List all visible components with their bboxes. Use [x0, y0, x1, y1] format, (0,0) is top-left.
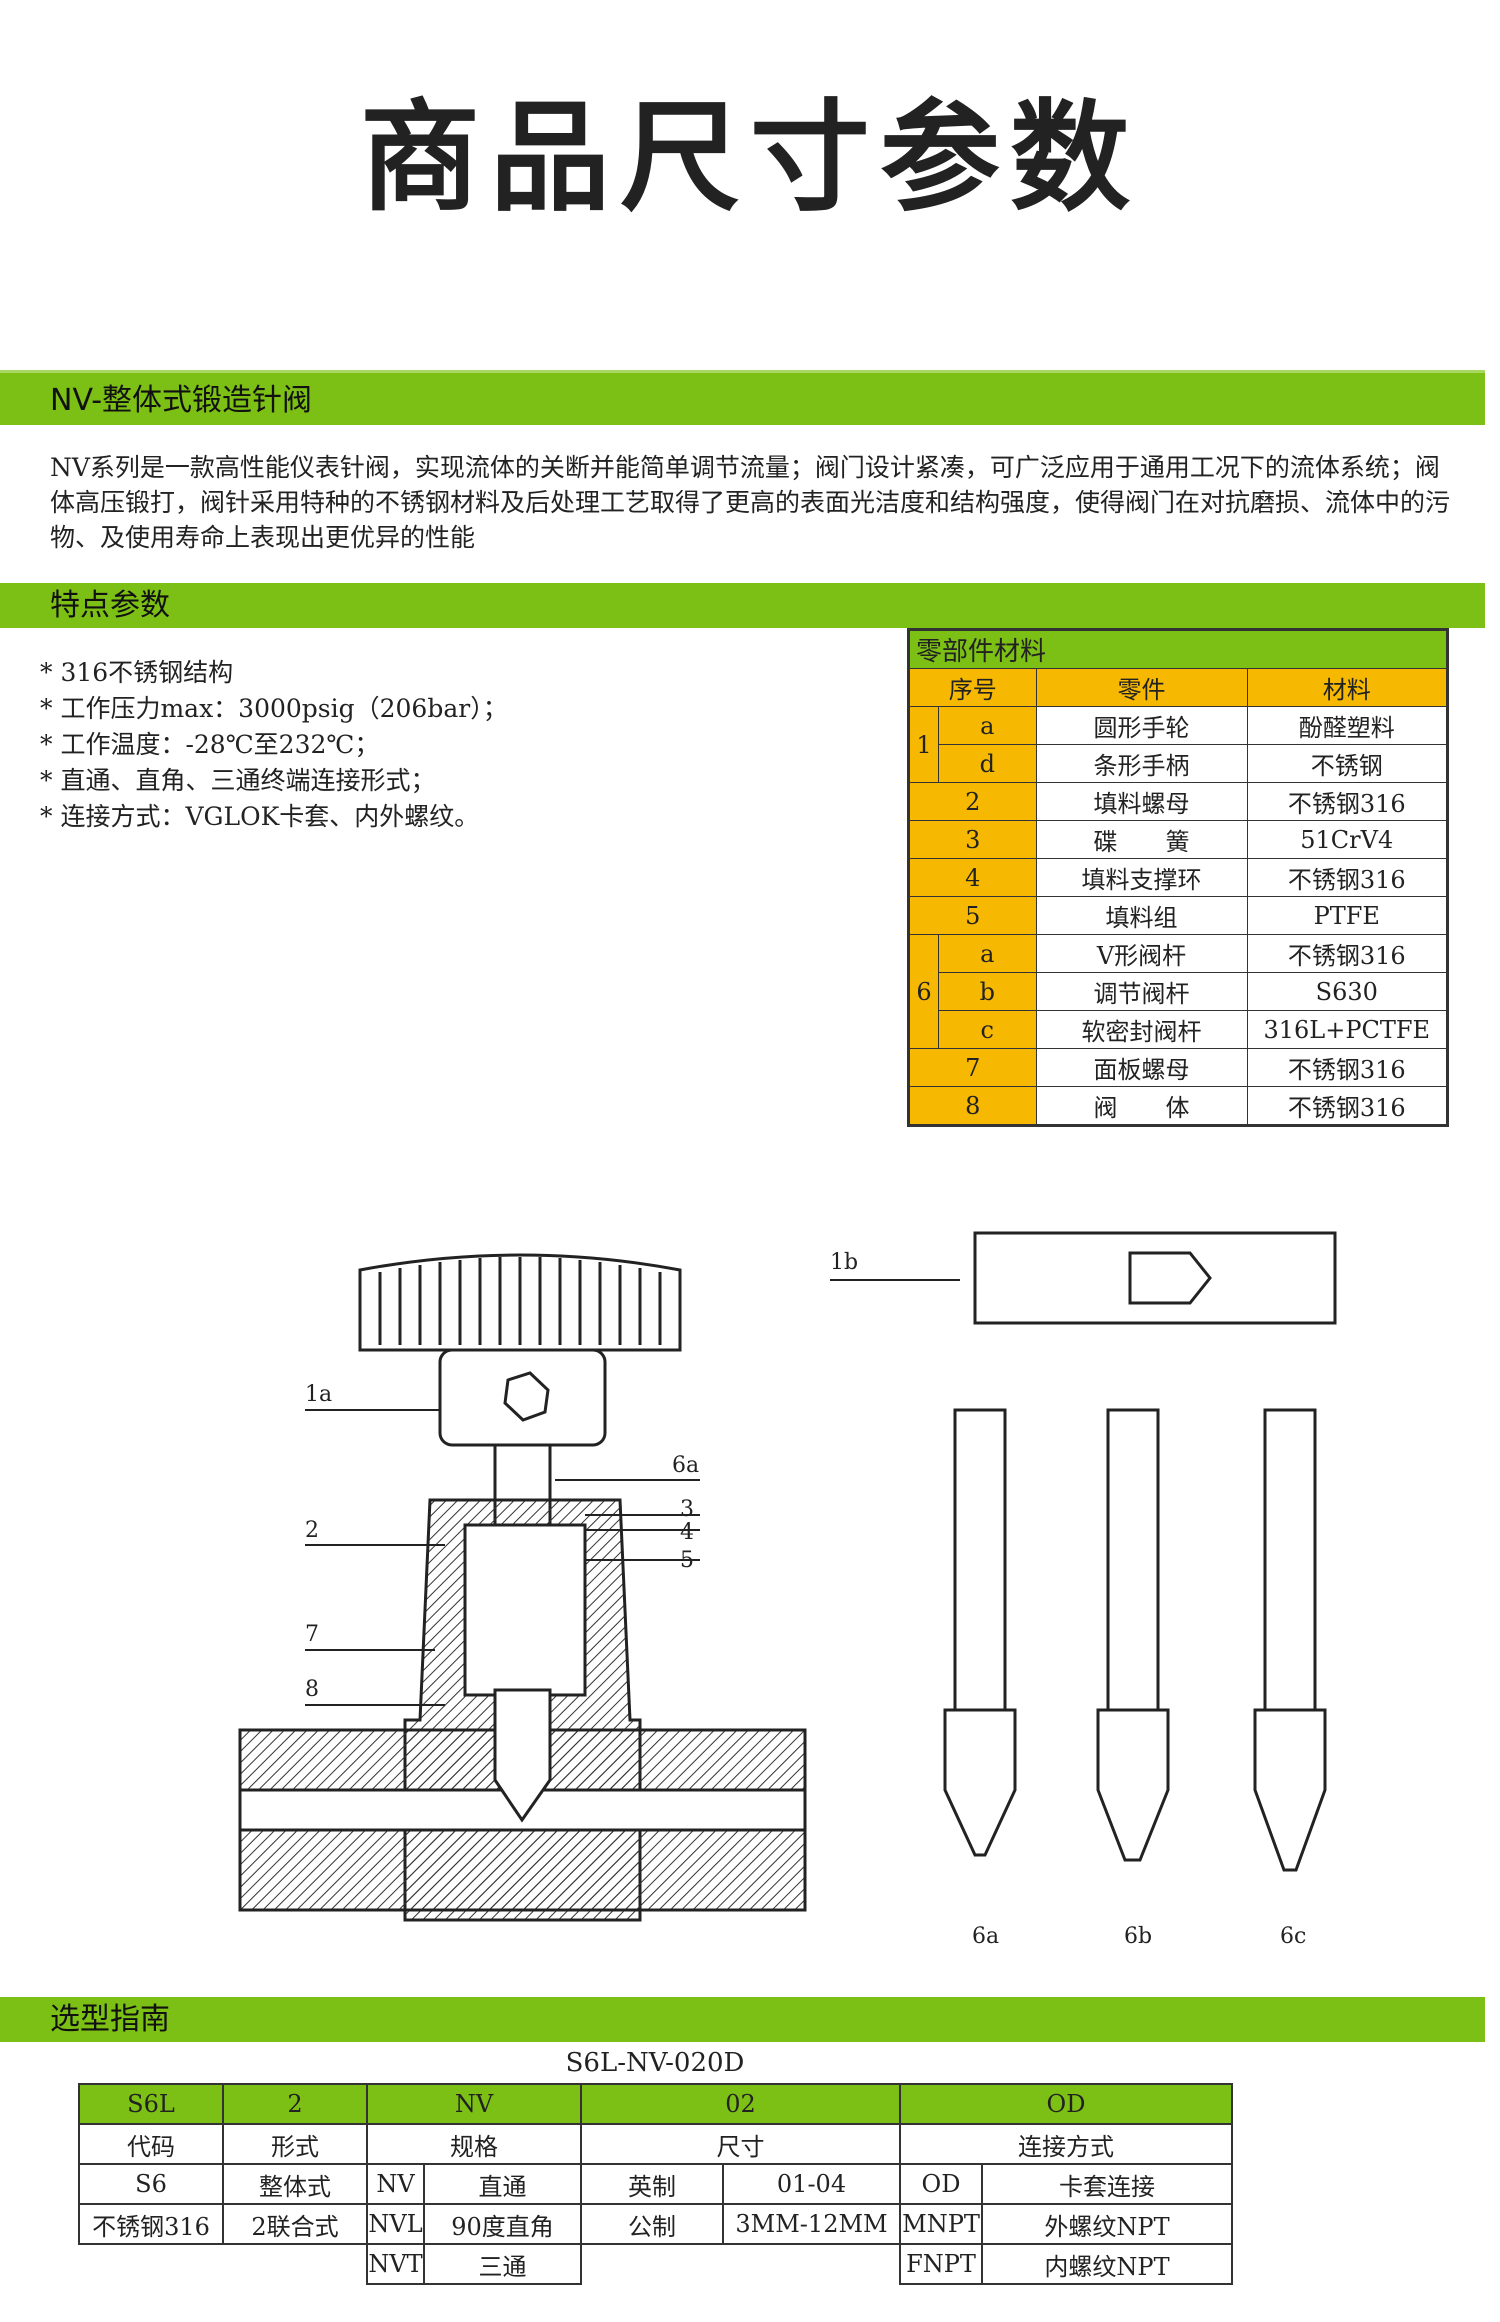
valve-drawing	[238, 1231, 1337, 1922]
label-4: 4	[680, 1520, 694, 1545]
header-spec: 规格	[366, 2123, 582, 2165]
feature-item: 工作压力max：3000psig（206bar）；	[40, 691, 600, 727]
empty-cell	[79, 2244, 223, 2284]
leader-lines	[305, 1279, 960, 1706]
cell: 3MM-12MM	[722, 2203, 901, 2245]
cell: S6	[78, 2163, 224, 2205]
page-title: 商品尺寸参数	[360, 89, 1140, 228]
handle-1b	[973, 1231, 1337, 1325]
row-part: 填料螺母	[1035, 782, 1248, 821]
label-8: 8	[305, 1677, 319, 1702]
code-material: S6L	[78, 2083, 224, 2125]
row-sub: b	[938, 972, 1037, 1011]
cell: 英制	[580, 2163, 724, 2205]
row-no: 4	[908, 858, 1037, 897]
cell: 01-04	[722, 2163, 901, 2205]
row-material: 不锈钢316	[1246, 1086, 1449, 1126]
code-size: 02	[580, 2083, 901, 2125]
header-no: 序号	[908, 668, 1037, 707]
header-material: 材料	[1246, 668, 1449, 707]
row-no: 1	[908, 706, 939, 783]
row-part: 软密封阀杆	[1035, 1010, 1248, 1049]
header-part: 零件	[1035, 668, 1248, 707]
cell: 内螺纹NPT	[981, 2243, 1233, 2285]
cell: MNPT	[899, 2203, 983, 2245]
header-code: 代码	[78, 2123, 224, 2165]
row-material: 不锈钢316	[1246, 1048, 1449, 1087]
section-header-features: 特点参数	[0, 583, 1485, 628]
stem-label-6c: 6c	[1280, 1924, 1307, 1949]
row-sub: c	[938, 1010, 1037, 1049]
cell: NVT	[366, 2243, 425, 2285]
cell: NV	[366, 2163, 425, 2205]
header-size: 尺寸	[580, 2123, 901, 2165]
feature-item: 316不锈钢结构	[40, 655, 600, 691]
code-spec: NV	[366, 2083, 582, 2125]
cell: 卡套连接	[981, 2163, 1233, 2205]
feature-item: 连接方式：VGLOK卡套、内外螺纹。	[40, 799, 600, 835]
label-6a: 6a	[672, 1453, 700, 1478]
row-part: 阀 体	[1035, 1086, 1248, 1126]
label-7: 7	[305, 1622, 319, 1647]
cell: 公制	[580, 2203, 724, 2245]
cell: OD	[899, 2163, 983, 2205]
cell: 外螺纹NPT	[981, 2203, 1233, 2245]
row-material: 不锈钢	[1246, 744, 1449, 783]
parts-material-table: 零部件材料 序号 零件 材料 1 a 圆形手轮 酚醛塑料 d 条形手柄 不锈钢 …	[907, 628, 1449, 1127]
row-part: 圆形手轮	[1035, 706, 1248, 745]
selection-guide-table: S6L 2 NV 02 OD 代码 形式 规格 尺寸 连接方式 S6 整体式 N…	[78, 2083, 1233, 2285]
cell: 三通	[423, 2243, 582, 2285]
code-connection: OD	[899, 2083, 1233, 2125]
header-form: 形式	[222, 2123, 368, 2165]
header-connection: 连接方式	[899, 2123, 1233, 2165]
empty-cell	[223, 2244, 367, 2284]
row-material: PTFE	[1246, 896, 1449, 935]
valve-body	[238, 1498, 807, 1922]
cell: 直通	[423, 2163, 582, 2205]
row-material: 不锈钢316	[1246, 782, 1449, 821]
label-1b: 1b	[830, 1250, 859, 1275]
row-sub: d	[938, 744, 1037, 783]
row-part: 填料组	[1035, 896, 1248, 935]
feature-item: 直通、直角、三通终端连接形式；	[40, 763, 600, 799]
label-3: 3	[680, 1497, 694, 1522]
section-header-product: NV-整体式锻造针阀	[0, 370, 1485, 425]
label-2: 2	[305, 1518, 319, 1543]
row-no: 3	[908, 820, 1037, 859]
row-part: 条形手柄	[1035, 744, 1248, 783]
label-5: 5	[680, 1548, 694, 1573]
row-part: 调节阀杆	[1035, 972, 1248, 1011]
stem-label-6a: 6a	[972, 1924, 1000, 1949]
cell: 不锈钢316	[78, 2203, 224, 2245]
row-no: 6	[908, 934, 939, 1049]
row-material: 不锈钢316	[1246, 934, 1449, 973]
feature-list: 316不锈钢结构 工作压力max：3000psig（206bar）； 工作温度：…	[40, 655, 600, 835]
row-material: 不锈钢316	[1246, 858, 1449, 897]
row-no: 8	[908, 1086, 1037, 1126]
product-intro: NV系列是一款高性能仪表针阀，实现流体的关断并能简单调节流量；阀门设计紧凑，可广…	[50, 453, 1451, 552]
row-part: 碟 簧	[1035, 820, 1248, 859]
row-no: 7	[908, 1048, 1037, 1087]
feature-item: 工作温度：-28℃至232℃；	[40, 727, 600, 763]
row-part: V形阀杆	[1035, 934, 1248, 973]
stem-label-6b: 6b	[1124, 1924, 1153, 1949]
cell: FNPT	[899, 2243, 983, 2285]
row-material: 316L+PCTFE	[1246, 1010, 1449, 1049]
parts-table-caption: 零部件材料	[908, 629, 1448, 669]
section-header-selection: 选型指南	[0, 1997, 1485, 2042]
row-material: S630	[1246, 972, 1449, 1011]
label-1a: 1a	[305, 1382, 333, 1407]
model-number: S6L-NV-020D	[565, 2048, 745, 2078]
cell: NVL	[366, 2203, 425, 2245]
code-form: 2	[222, 2083, 368, 2125]
empty-cell	[581, 2244, 723, 2284]
empty-cell	[723, 2244, 900, 2284]
cell: 整体式	[222, 2163, 368, 2205]
stem-drawings	[943, 1408, 1327, 1872]
cell: 90度直角	[423, 2203, 582, 2245]
cell: 2联合式	[222, 2203, 368, 2245]
row-material: 51CrV4	[1246, 820, 1449, 859]
